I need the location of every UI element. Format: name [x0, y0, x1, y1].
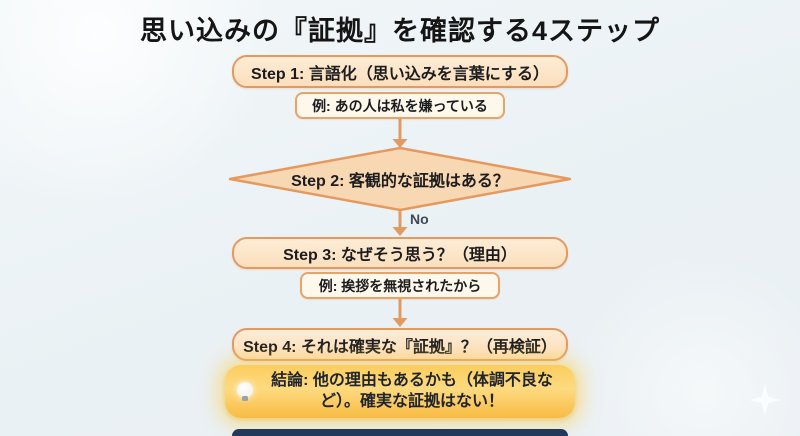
- next-section-top-edge: [232, 429, 568, 436]
- example2-label: 例: 挨拶を無視されたから: [318, 277, 482, 294]
- page-title: 思い込みの『証拠』を確認する4ステップ: [139, 16, 660, 46]
- arrow-head-3: [392, 318, 408, 327]
- arrow-head-2: [392, 227, 408, 236]
- step3-label: Step 3: なぜそう思う？（理由）: [283, 247, 517, 264]
- example1-box: 例: あの人は私を嫌っている: [295, 92, 505, 119]
- branch-no-label: No: [410, 211, 429, 227]
- conclusion-box: 結論: 他の理由もあるかも（体調不良など）。確実な証拠はない！: [225, 365, 575, 418]
- arrow-head-1: [392, 139, 408, 148]
- step1-label: Step 1: 言語化（思い込みを言葉にする）: [251, 65, 549, 83]
- step4-label: Step 4: それは確実な『証拠』？（再検証）: [243, 338, 557, 356]
- lightbulb-icon: [237, 381, 253, 401]
- step3-box: Step 3: なぜそう思う？（理由）: [232, 237, 568, 269]
- example2-box: 例: 挨拶を無視されたから: [300, 272, 500, 299]
- conclusion-label: 結論: 他の理由もあるかも（体調不良など）。確実な証拠はない！: [271, 371, 553, 410]
- example1-label: 例: あの人は私を嫌っている: [312, 97, 488, 114]
- step2-decision-label: Step 2: 客観的な証拠はある？: [291, 173, 509, 190]
- decision-diamond: [228, 146, 572, 212]
- step1-box: Step 1: 言語化（思い込みを言葉にする）: [232, 55, 568, 88]
- step4-box: Step 4: それは確実な『証拠』？（再検証）: [232, 328, 568, 361]
